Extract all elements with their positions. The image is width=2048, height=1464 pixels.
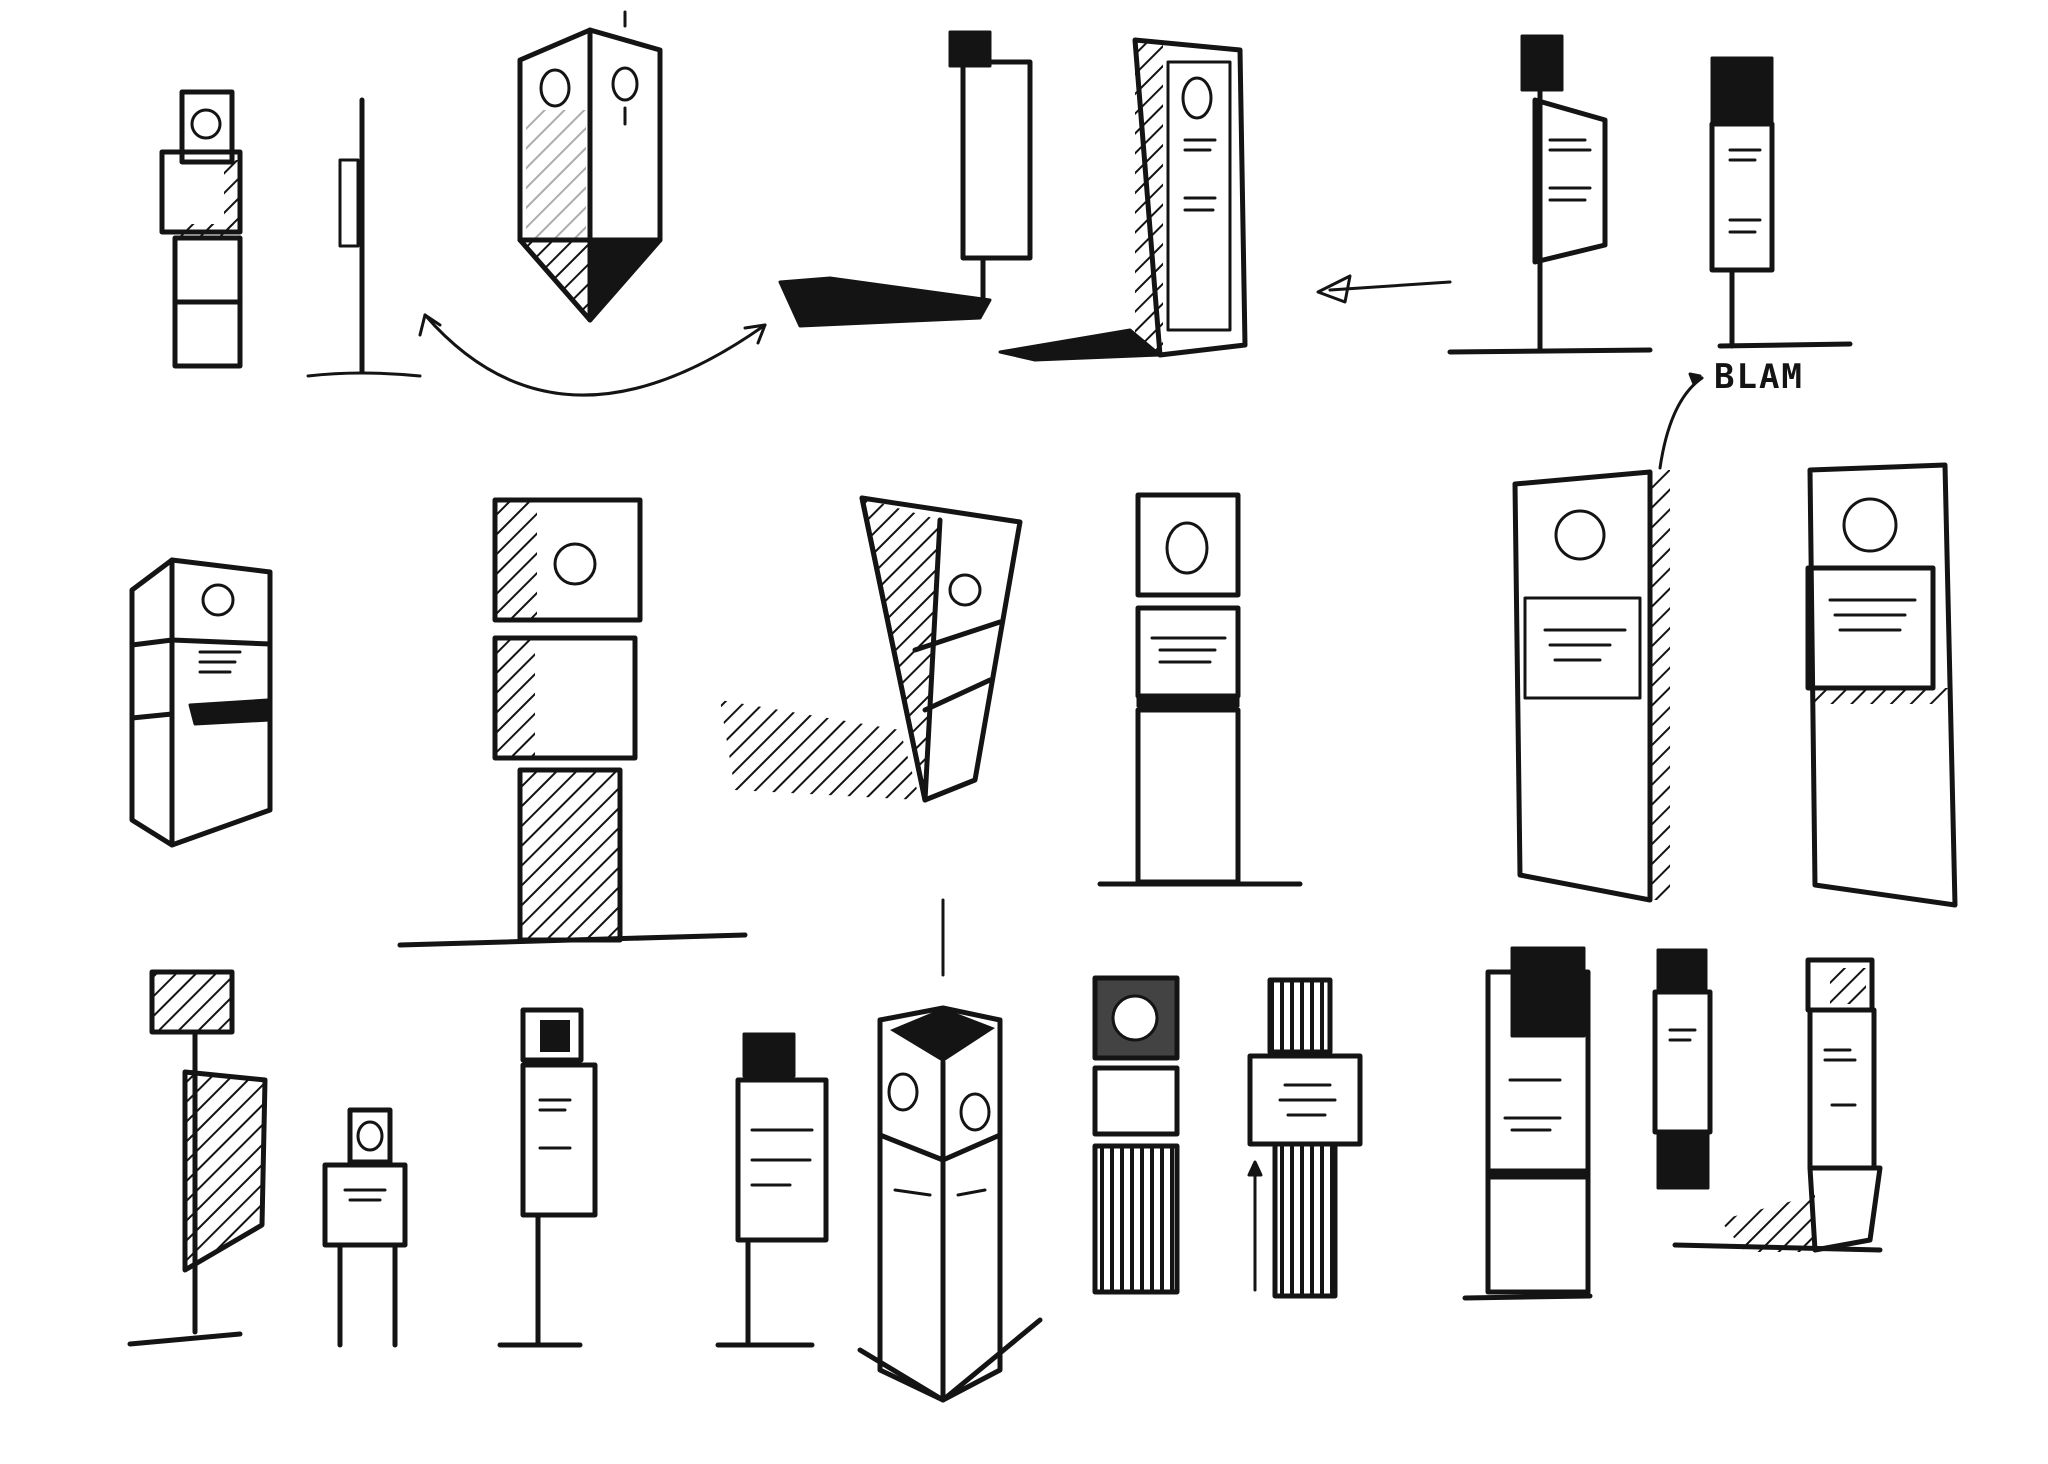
sketch-framed-totem-b bbox=[1247, 977, 1363, 1299]
curved-arrow bbox=[418, 313, 767, 397]
sketch-panel-shadow bbox=[778, 30, 1033, 328]
sketch-slab-edge bbox=[1512, 469, 1670, 903]
sketch-pylon-black-base bbox=[1652, 948, 1713, 1190]
sketch-post-sign bbox=[715, 1032, 829, 1348]
sketch-hatched-totem bbox=[397, 497, 748, 948]
sketch-black-square-panel bbox=[1462, 946, 1593, 1301]
sketch-small-totem bbox=[322, 1107, 408, 1348]
callout-label: BLAM bbox=[1714, 357, 1804, 397]
sketch-narrow-pylon bbox=[1709, 56, 1853, 349]
sketch-framed-totem-a bbox=[1092, 975, 1180, 1295]
sketch-panel-pole bbox=[497, 1007, 598, 1348]
sketch-pointed-prism bbox=[517, 10, 663, 323]
sketch-hatched-flag bbox=[127, 969, 268, 1347]
left-arrow bbox=[1316, 274, 1452, 304]
sketch-cabinet-totem bbox=[129, 557, 273, 848]
sketch-slab-overhang bbox=[1805, 462, 1958, 908]
blam-callout: BLAM bbox=[1658, 357, 1804, 470]
sketch-totem-stacked bbox=[159, 89, 243, 369]
sketch-monolith bbox=[998, 37, 1248, 362]
sketch-pylon-shadow bbox=[1672, 957, 1883, 1253]
sketch-tall-post bbox=[1097, 492, 1303, 887]
sketch-angled-panel bbox=[1447, 34, 1653, 355]
sketch-pole-side bbox=[306, 97, 422, 378]
sketch-triangle-prism bbox=[720, 495, 1023, 803]
sketch-chevron-prism bbox=[857, 898, 1043, 1403]
